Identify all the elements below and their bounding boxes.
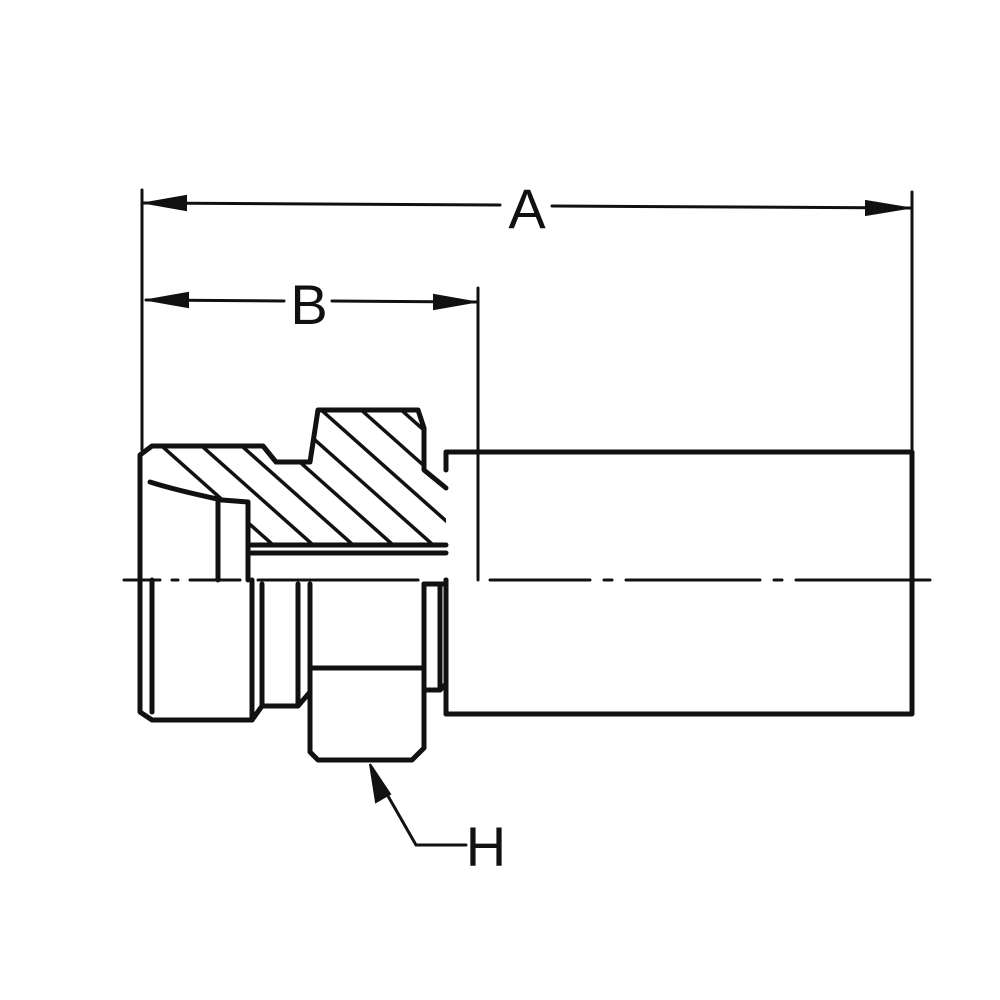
dimension-h: H — [369, 763, 506, 878]
dimension-a-left-arrow — [145, 194, 187, 212]
dimension-a-line-right — [550, 204, 912, 210]
dimension-a: A — [140, 177, 914, 454]
dimension-h-leader — [370, 766, 468, 847]
dimension-h-arrow — [369, 763, 392, 804]
dimension-a-label: A — [508, 177, 546, 240]
section-hatching — [150, 410, 446, 545]
hose-ferrule — [443, 449, 915, 717]
dimension-b-label: B — [290, 273, 327, 336]
dimension-a-line-left — [142, 201, 502, 207]
fitting-body-external — [137, 577, 449, 763]
dimension-b-left-arrow — [147, 291, 189, 309]
dimension-h-label: H — [466, 815, 506, 878]
dimension-a-right-arrow — [865, 199, 909, 217]
dimension-b: B — [144, 273, 480, 582]
fitting-body-section — [137, 407, 449, 583]
dimension-b-right-arrow — [433, 293, 475, 311]
